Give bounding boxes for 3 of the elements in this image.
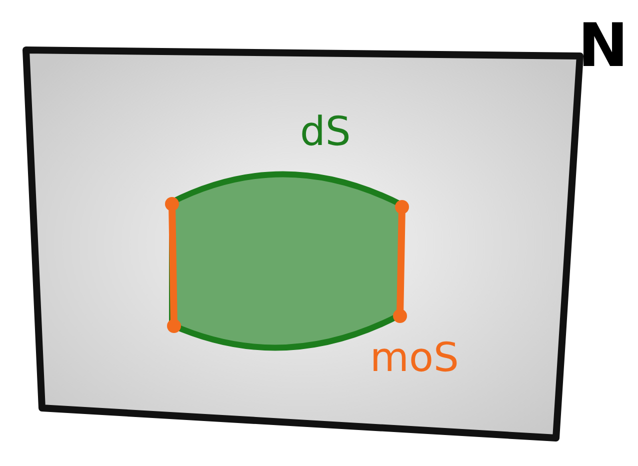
boundary-part-label: moS [370,338,459,378]
manifold-label: N [578,16,628,76]
boundary-label: dS [300,112,351,152]
